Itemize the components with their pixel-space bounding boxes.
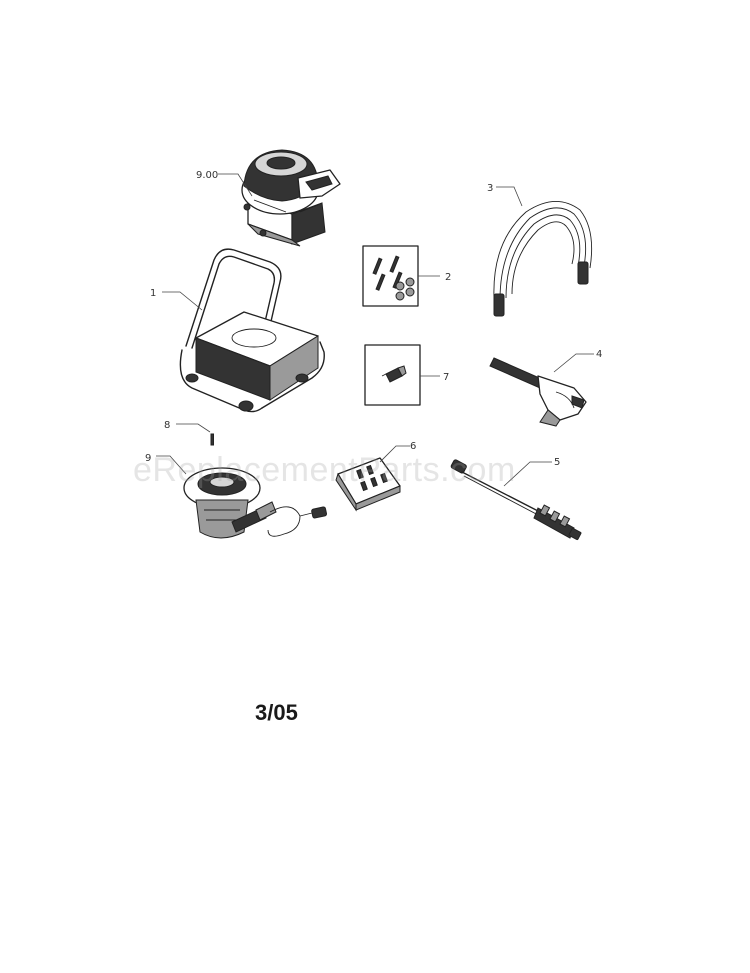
nozzle-drawing[interactable] [364,344,421,406]
frame-drawing[interactable] [179,248,325,413]
date-code: 3/05 [255,700,298,725]
callout-lance: 5 [554,457,560,468]
part8-drawing[interactable] [210,433,214,446]
callout-spray-gun: 4 [596,349,602,360]
callout-nozzle-kit: 6 [410,441,416,452]
callout-pump: 9 [145,453,151,464]
bolt-kit-drawing[interactable] [362,245,419,307]
callout-engine: 9.00 [196,170,218,181]
callout-bolt-kit: 2 [445,272,451,283]
callout-frame: 1 [150,288,156,299]
hose-drawing[interactable] [493,201,593,317]
callout-part8: 8 [164,420,170,431]
nozzle-kit-drawing[interactable] [335,457,401,512]
pump-drawing[interactable] [183,467,328,539]
spray-gun-drawing[interactable] [489,357,587,427]
lance-drawing[interactable] [450,459,582,541]
callout-hose: 3 [487,183,493,194]
callout-nozzle: 7 [443,372,449,383]
engine-drawing[interactable] [241,149,341,247]
